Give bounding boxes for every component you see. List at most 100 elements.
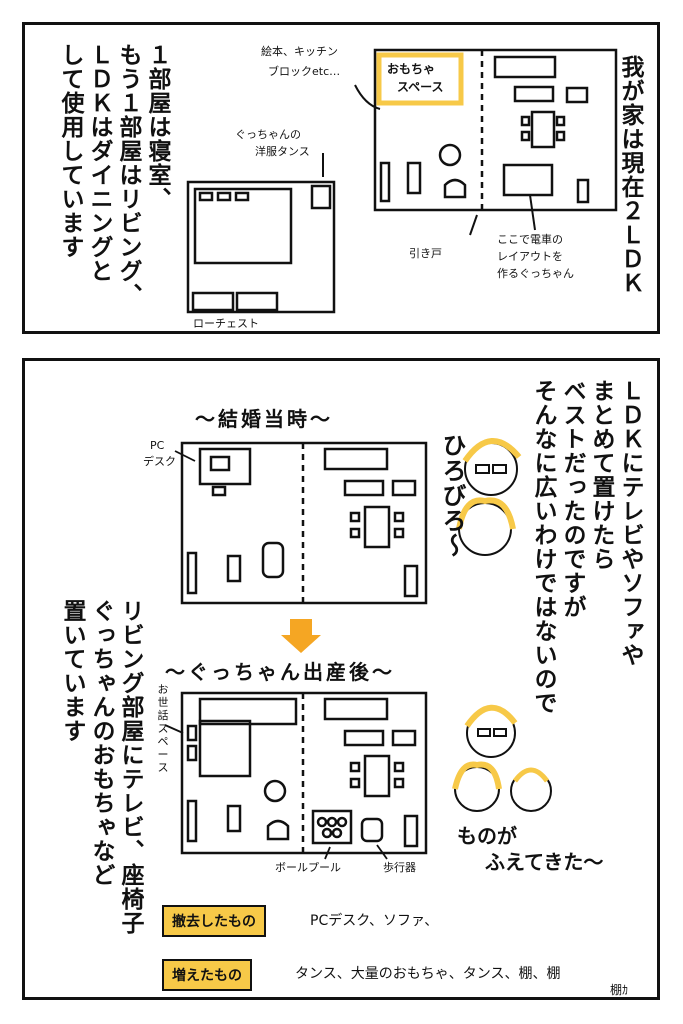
- pillow-icon: [198, 191, 214, 202]
- wardrobe-label-1: ぐっちゃんの: [235, 128, 301, 141]
- pc-desk-icon: [198, 447, 252, 486]
- kitchen-counter-icon: [323, 697, 389, 721]
- low-chest-icon: [191, 291, 235, 312]
- ball-icon: [336, 816, 348, 828]
- narration-left-1: リビング部屋にテレビ、座椅子: [117, 599, 143, 935]
- dining-chair-icon: [393, 527, 405, 539]
- wardrobe-label-2: 洋服タンス: [255, 145, 310, 158]
- shelf-icon: [226, 554, 242, 583]
- dining-chair-icon: [393, 761, 405, 773]
- dining-chair-icon: [393, 511, 405, 523]
- desk-chair-icon: [211, 485, 227, 497]
- down-arrow-icon: [281, 619, 321, 653]
- side-shelf-icon: [403, 814, 419, 848]
- side-shelf-icon: [403, 564, 419, 598]
- pc-desk-label-2: デスク: [143, 455, 176, 468]
- sink-icon: [391, 729, 417, 747]
- added-items-label: 増えたもの: [162, 959, 252, 991]
- sliding-door-label: 引き戸: [409, 247, 442, 260]
- care-space-char: 話: [157, 709, 169, 722]
- tv-icon: [379, 161, 391, 203]
- arrow-walker: [376, 844, 388, 860]
- added-items-text: タンス、大量のおもちゃ、タンス、棚、棚: [295, 966, 561, 982]
- dining-table-icon: [530, 110, 556, 149]
- narration-line-3: ＬＤＫはダイニングと: [86, 43, 112, 283]
- care-item-icon: [186, 724, 198, 742]
- glasses-icon: [477, 728, 491, 737]
- narration-line-1: １部屋は寝室、: [144, 43, 170, 211]
- dining-chair-icon: [349, 511, 361, 523]
- husband-hair-icon: [464, 704, 518, 728]
- title-after-birth: 〜ぐっちゃん出産後〜: [165, 660, 395, 684]
- low-chair-icon: [443, 178, 467, 199]
- dining-table-icon: [363, 505, 391, 549]
- side-shelf-icon: [576, 178, 590, 204]
- baby-hair-icon: [512, 767, 550, 783]
- sink-icon: [565, 86, 589, 104]
- care-item-icon: [186, 744, 198, 762]
- wardrobe-icon: [310, 184, 332, 210]
- ball-icon: [331, 827, 343, 839]
- dining-chair-icon: [349, 527, 361, 539]
- toys-note-line1: 絵本、キッチン: [261, 45, 338, 58]
- stove-icon: [513, 85, 555, 103]
- floorplans-comparison: [164, 438, 552, 860]
- care-space-char: ー: [157, 748, 169, 761]
- walker-label: 歩行器: [383, 861, 416, 874]
- husband-hair-icon: [462, 438, 522, 463]
- floorplan-current: [186, 48, 618, 314]
- glasses-icon: [493, 728, 507, 737]
- care-space-char: 世: [157, 696, 169, 709]
- dining-chair-icon: [520, 115, 531, 127]
- arrow-toys: [354, 84, 381, 110]
- kitchen-counter-icon: [493, 55, 557, 79]
- wardrobe-icon: [198, 697, 298, 726]
- arrow-train: [529, 194, 536, 231]
- bed-icon: [198, 719, 252, 778]
- arrow-care-space: [164, 724, 184, 734]
- narration-current-2ldk: 我が家は現在２ＬＤＫ: [617, 55, 643, 295]
- stove-icon: [343, 729, 385, 747]
- toy-space-label-1: おもちゃ: [387, 62, 436, 76]
- dining-table-icon: [363, 754, 391, 798]
- kitchen-counter-icon: [323, 447, 389, 471]
- dining-chair-icon: [349, 761, 361, 773]
- arrow-door: [469, 214, 478, 236]
- pc-monitor-icon: [209, 455, 231, 472]
- sink-icon: [391, 479, 417, 497]
- narration-left-3: 置いています: [59, 599, 85, 743]
- toys-note-line2: ブロックetc…: [268, 65, 341, 78]
- glasses-icon: [492, 464, 507, 474]
- removed-items-text: PCデスク、ソファ、: [310, 913, 439, 929]
- low-chest-icon: [235, 291, 279, 312]
- tv-icon: [186, 551, 198, 595]
- train-layout-mat-icon: [502, 163, 554, 197]
- dining-chair-icon: [555, 130, 566, 142]
- narration-right-4: そんなに広いわけではないので: [530, 379, 556, 715]
- wife-hair-icon: [452, 761, 502, 790]
- baby-walker-icon: [360, 817, 384, 843]
- wife-hair-icon: [456, 497, 516, 530]
- dining-chair-icon: [555, 115, 566, 127]
- living-ldk-outline: [373, 48, 618, 212]
- narration-right-1: ＬＤＫにテレビやソファや: [617, 379, 643, 667]
- low-chest-label: ローチェスト: [193, 317, 259, 330]
- more-stuff-line2: ふえてきた〜: [485, 850, 604, 874]
- narration-line-2: もう１部屋はリビング、: [115, 43, 141, 307]
- bedroom-outline: [186, 180, 336, 314]
- shelf-icon: [226, 804, 242, 833]
- care-space-char: ス: [157, 761, 169, 774]
- care-space-char: ペ: [157, 735, 169, 748]
- shelf-icon: [406, 161, 422, 195]
- ball-icon: [316, 816, 328, 828]
- toy-space-label-2: スペース: [397, 80, 444, 94]
- pillow-icon: [234, 191, 250, 202]
- bed-icon: [193, 187, 293, 265]
- narration-right-2: まとめて置けたら: [588, 379, 614, 571]
- tv-icon: [186, 799, 198, 843]
- narration-right-3: ベストだったのですが: [559, 379, 585, 619]
- dining-chair-icon: [349, 777, 361, 789]
- pc-desk-label-1: PC: [150, 439, 165, 452]
- arrow-ball-pool: [324, 846, 331, 860]
- title-wedding-time: 〜結婚当時〜: [195, 407, 333, 431]
